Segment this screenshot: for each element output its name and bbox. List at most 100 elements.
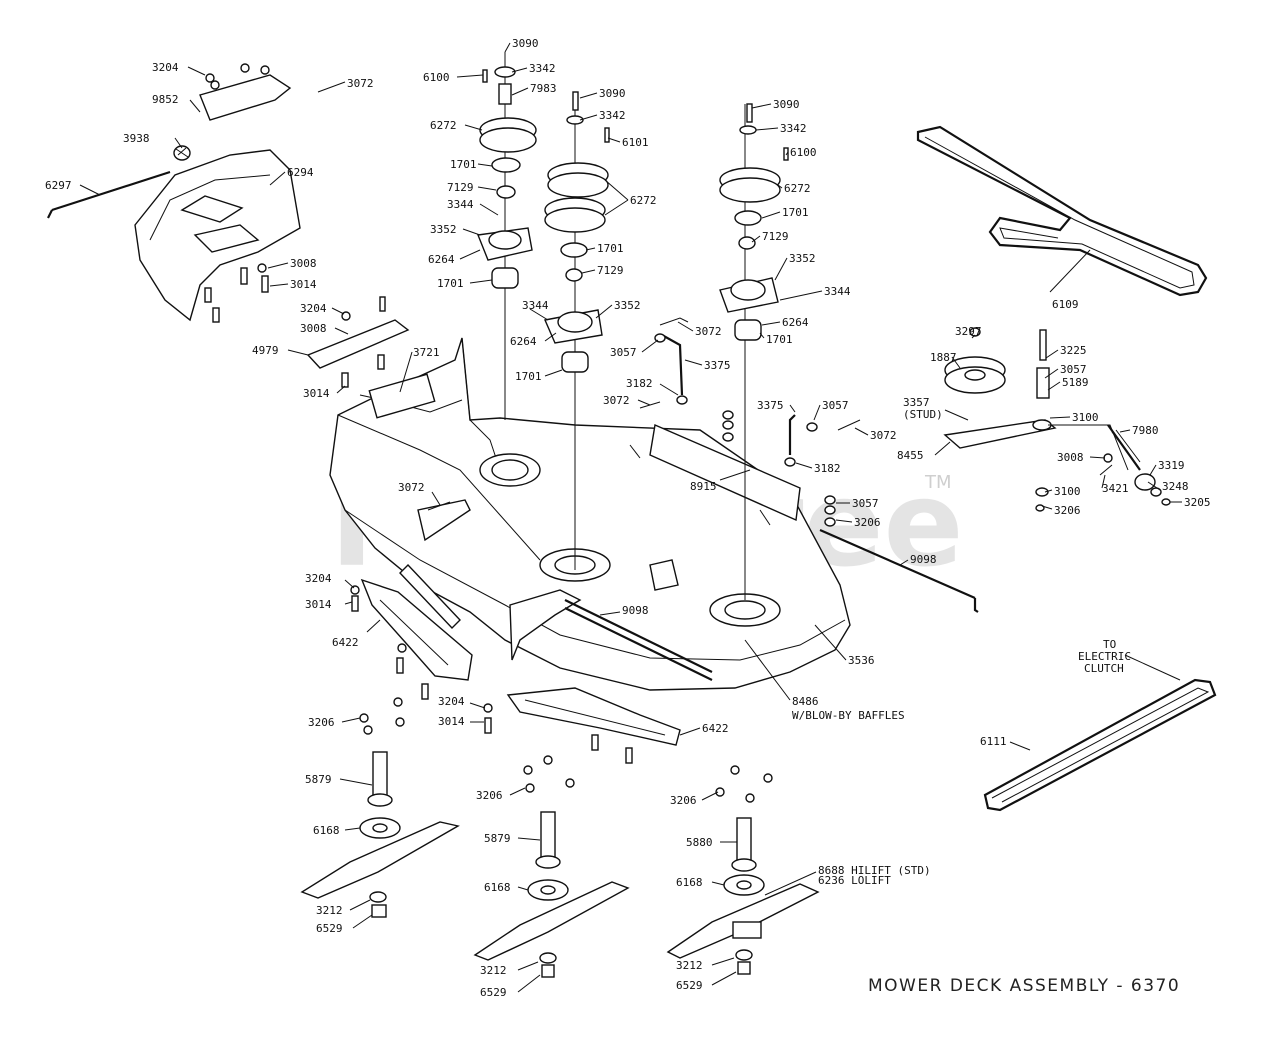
- label-8455: 8455: [897, 449, 924, 462]
- label-3008: 3008: [1057, 451, 1084, 464]
- label-6100: 6100: [423, 71, 450, 84]
- baffle-6422-center[interactable]: [506, 687, 681, 746]
- label-6529: 6529: [676, 979, 703, 992]
- deck-stabilizer-rod[interactable]: [564, 599, 713, 681]
- deck-side-bracket[interactable]: [417, 499, 471, 542]
- label-7983: 7983: [530, 82, 557, 95]
- label-3182: 3182: [814, 462, 841, 475]
- idler-arm-8455[interactable]: [943, 329, 1129, 471]
- baffle-6422-left[interactable]: [360, 578, 473, 681]
- label-9098: 9098: [622, 604, 649, 617]
- rod-3375-right[interactable]: [784, 414, 818, 467]
- label-3204: 3204: [305, 572, 332, 585]
- shield-spring-3938[interactable]: [173, 145, 191, 161]
- label-clutch: CLUTCH: [1084, 662, 1124, 675]
- label-3342: 3342: [599, 109, 626, 122]
- label-electric: ELECTRIC: [1078, 650, 1131, 663]
- label-3357: 3357: [903, 396, 930, 409]
- label-6264: 6264: [782, 316, 809, 329]
- label-6168: 6168: [313, 824, 340, 837]
- label-3206: 3206: [854, 516, 881, 529]
- idler-pulley-1887[interactable]: [944, 356, 1006, 394]
- label-3212: 3212: [316, 904, 343, 917]
- label-3248: 3248: [1162, 480, 1189, 493]
- key-pin-6100b[interactable]: [783, 147, 789, 161]
- label-3205: 3205: [1184, 496, 1211, 509]
- label-3090: 3090: [512, 37, 539, 50]
- label-1701: 1701: [515, 370, 542, 383]
- leader-lines: [79, 42, 1182, 993]
- label-3014: 3014: [438, 715, 465, 728]
- label-3206: 3206: [476, 789, 503, 802]
- label-6168: 6168: [676, 876, 703, 889]
- label-6264: 6264: [428, 253, 455, 266]
- spindle-stack-left[interactable]: [477, 52, 537, 420]
- label-6168: 6168: [484, 881, 511, 894]
- bracket-4979[interactable]: [306, 296, 410, 388]
- label-1701: 1701: [450, 158, 477, 171]
- watermark-trademark: TM: [924, 472, 952, 493]
- label-3090: 3090: [599, 87, 626, 100]
- shield-bracket-9852[interactable]: [199, 63, 292, 121]
- label-5879: 5879: [305, 773, 332, 786]
- label-3938: 3938: [123, 132, 150, 145]
- label-3352: 3352: [789, 252, 816, 265]
- label-to: TO: [1103, 638, 1116, 651]
- label-4979: 4979: [252, 344, 279, 357]
- blade-assembly-right[interactable]: [666, 817, 820, 975]
- clutch-belt-6111[interactable]: [983, 678, 1217, 812]
- label-1701: 1701: [766, 333, 793, 346]
- baffle-hardware[interactable]: [350, 585, 773, 803]
- label-5880: 5880: [686, 836, 713, 849]
- label-9098: 9098: [910, 553, 937, 566]
- belt-shield[interactable]: [134, 149, 301, 322]
- label-6111: 6111: [980, 735, 1007, 748]
- idler-spring-7980[interactable]: [1107, 424, 1141, 471]
- label-6101: 6101: [622, 136, 649, 149]
- label-3072: 3072: [347, 77, 374, 90]
- label-6529: 6529: [316, 922, 343, 935]
- label-7129: 7129: [597, 264, 624, 277]
- label-8486-baffles: W/BLOW-BY BAFFLES: [792, 709, 905, 722]
- label-3721: 3721: [413, 346, 440, 359]
- shield-rod-6297[interactable]: [47, 170, 171, 219]
- label-6272: 6272: [784, 182, 811, 195]
- spindle-stack-right[interactable]: [719, 103, 781, 600]
- washer-stacks[interactable]: [722, 410, 836, 527]
- rod-3375-left[interactable]: [654, 333, 688, 405]
- label-1701: 1701: [782, 206, 809, 219]
- label-3357-stud: (STUD): [903, 408, 943, 421]
- deck-rear-rod[interactable]: [819, 528, 979, 613]
- key-pin-6101[interactable]: [604, 127, 610, 143]
- label-3536: 3536: [848, 654, 875, 667]
- shield-bolts[interactable]: [204, 73, 269, 323]
- label-1701: 1701: [597, 242, 624, 255]
- label-5189: 5189: [1062, 376, 1089, 389]
- label-7129: 7129: [762, 230, 789, 243]
- label-8915: 8915: [690, 480, 717, 493]
- label-3014: 3014: [290, 278, 317, 291]
- label-3344: 3344: [447, 198, 474, 211]
- label-3057: 3057: [1060, 363, 1087, 376]
- label-1701: 1701: [437, 277, 464, 290]
- label-3204: 3204: [300, 302, 327, 315]
- deck-side-rail[interactable]: [399, 563, 461, 630]
- label-3008: 3008: [300, 322, 327, 335]
- label-3212: 3212: [480, 964, 507, 977]
- label-3090: 3090: [773, 98, 800, 111]
- label-3319: 3319: [1158, 459, 1185, 472]
- blade-assembly-left[interactable]: [300, 751, 460, 918]
- key-pin-6100[interactable]: [482, 69, 488, 83]
- drive-belt-6109[interactable]: [916, 125, 1208, 297]
- spindle-stack-center[interactable]: [544, 91, 609, 570]
- label-6294: 6294: [287, 166, 314, 179]
- label-7980: 7980: [1132, 424, 1159, 437]
- label-3225: 3225: [1060, 344, 1087, 357]
- label-6272: 6272: [430, 119, 457, 132]
- label-3100: 3100: [1054, 485, 1081, 498]
- deck-baffle-bar[interactable]: [629, 424, 801, 526]
- label-3375: 3375: [757, 399, 784, 412]
- label-6422: 6422: [702, 722, 729, 735]
- label-6100: 6100: [790, 146, 817, 159]
